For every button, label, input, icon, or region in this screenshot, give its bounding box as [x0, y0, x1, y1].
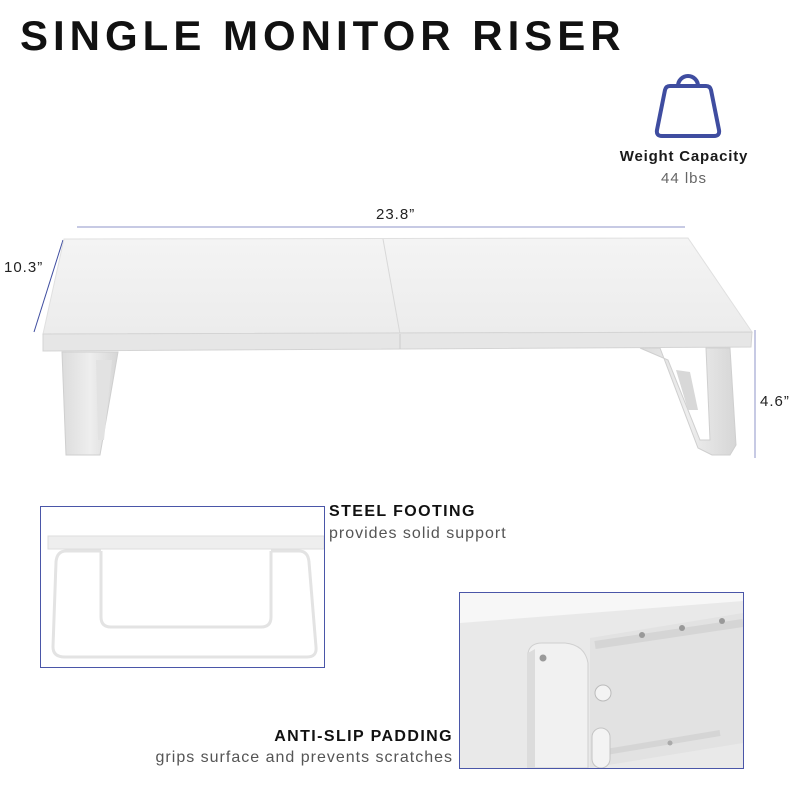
- feature-subtitle-steel-footing: provides solid support: [329, 525, 507, 542]
- height-dimension: 4.6”: [760, 393, 790, 410]
- steel-footing-frame-icon: [47, 535, 324, 659]
- steel-footing-detail-image: [40, 506, 325, 668]
- anti-slip-padding-detail-image: [459, 592, 744, 769]
- weight-capacity-value: 44 lbs: [660, 170, 708, 187]
- anti-slip-pad-closeup-icon: [460, 593, 743, 768]
- weight-icon: [654, 74, 722, 138]
- depth-dimension: 10.3”: [4, 259, 44, 276]
- weight-capacity-label: Weight Capacity: [619, 148, 749, 165]
- monitor-riser-image: [33, 226, 756, 458]
- feature-title-anti-slip-padding: ANTI-SLIP PADDING: [274, 728, 453, 745]
- feature-subtitle-anti-slip-padding: grips surface and prevents scratches: [155, 749, 453, 766]
- page-title: SINGLE MONITOR RISER: [20, 12, 626, 59]
- feature-title-steel-footing: STEEL FOOTING: [329, 503, 476, 520]
- width-dimension: 23.8”: [376, 206, 416, 223]
